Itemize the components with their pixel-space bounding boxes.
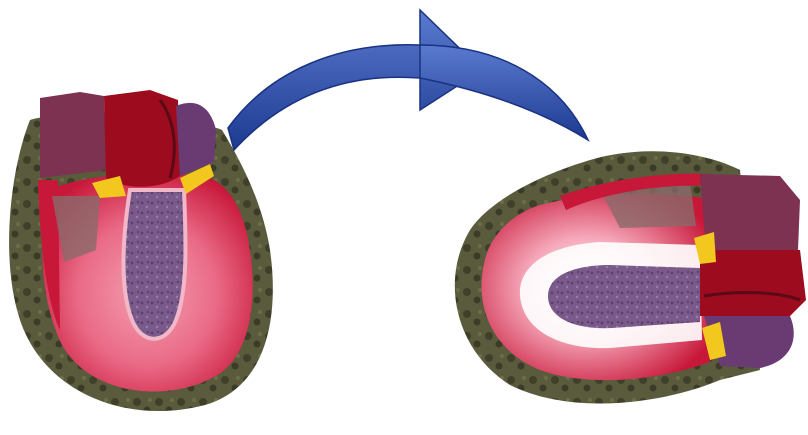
atrium-right-purple-top xyxy=(700,174,800,250)
transition-arrow xyxy=(228,10,588,150)
atrium-left-purple xyxy=(40,92,106,178)
ventricle-chamber-right xyxy=(548,265,700,328)
heart-right xyxy=(455,151,806,403)
atrium-left-red xyxy=(104,90,180,187)
ventricle-chamber-left xyxy=(124,190,186,339)
atrium-right-red xyxy=(700,250,806,316)
